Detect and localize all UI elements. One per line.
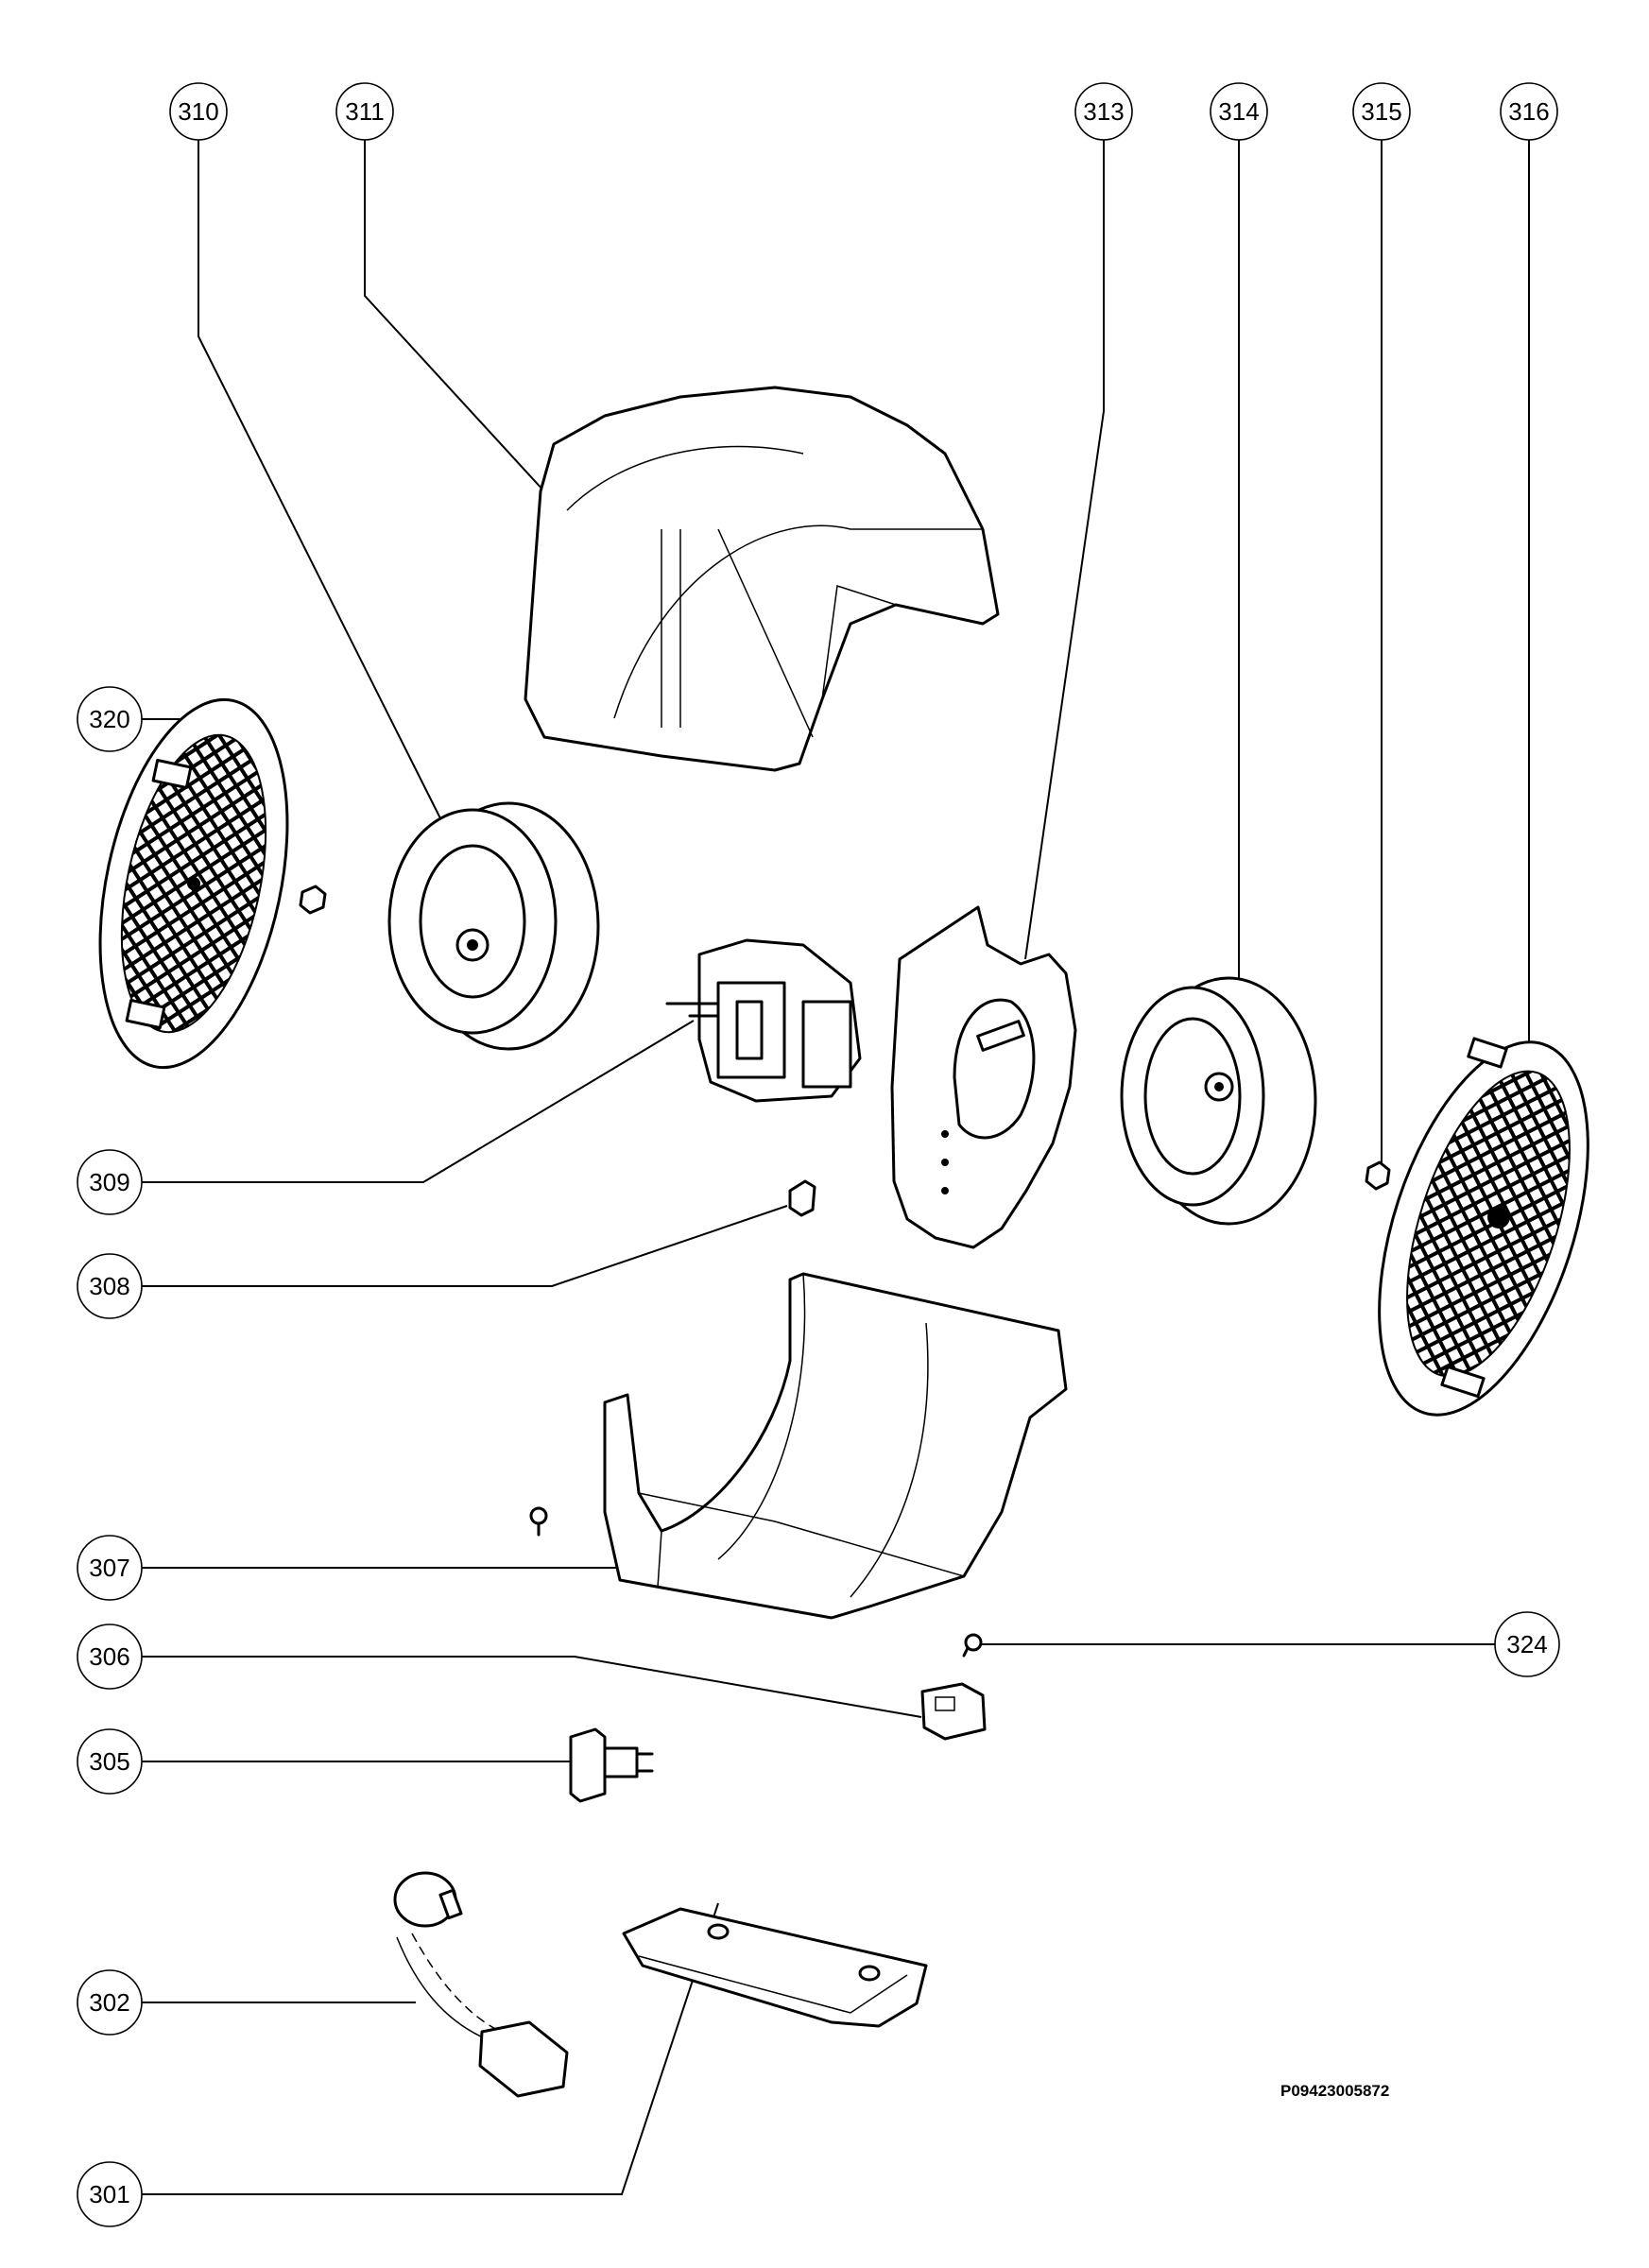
document-code: P09423005872 xyxy=(1280,2082,1389,2100)
mounting-plate xyxy=(890,905,1077,1249)
callout-label: 310 xyxy=(178,97,218,126)
callout-315: 315 xyxy=(1352,82,1411,141)
callout-305: 305 xyxy=(77,1728,143,1795)
callout-label: 302 xyxy=(89,1988,129,2017)
leader-306 xyxy=(142,1656,922,1718)
right-grille-cover xyxy=(1378,1037,1589,1417)
callout-label: 306 xyxy=(89,1642,129,1671)
housing-screw xyxy=(529,1506,548,1537)
callout-324: 324 xyxy=(1494,1611,1560,1677)
callout-306: 306 xyxy=(77,1624,143,1690)
screw-324 xyxy=(962,1633,983,1658)
callout-313: 313 xyxy=(1074,82,1133,141)
callout-label: 301 xyxy=(89,2180,129,2208)
motor-clip xyxy=(788,1179,816,1217)
upper-scroll-housing xyxy=(524,386,1000,772)
callout-316: 316 xyxy=(1500,82,1558,141)
callout-label: 314 xyxy=(1218,97,1259,126)
leader-308 xyxy=(142,1205,788,1287)
callout-310: 310 xyxy=(169,82,228,141)
callout-label: 316 xyxy=(1508,97,1549,126)
callout-label: 324 xyxy=(1506,1630,1547,1658)
right-nut xyxy=(1365,1160,1391,1191)
motor xyxy=(665,938,862,1103)
callout-307: 307 xyxy=(77,1535,143,1601)
lower-housing xyxy=(603,1272,1068,1620)
callout-label: 315 xyxy=(1361,97,1401,126)
connector-305 xyxy=(569,1727,654,1803)
power-wiring xyxy=(393,1871,569,2098)
leader-311 xyxy=(364,140,545,492)
callout-301: 301 xyxy=(77,2161,143,2227)
leader-301 xyxy=(142,1902,719,2195)
callout-309: 309 xyxy=(77,1149,143,1215)
callout-label: 311 xyxy=(345,97,384,126)
callout-311: 311 xyxy=(335,82,394,141)
leader-310 xyxy=(198,140,445,827)
connector-306 xyxy=(920,1682,987,1741)
callout-label: 313 xyxy=(1083,97,1124,126)
leader-lines xyxy=(142,140,1530,2195)
callout-label: 307 xyxy=(89,1554,129,1582)
callout-label: 320 xyxy=(89,705,129,733)
leader-309 xyxy=(142,1020,695,1183)
callout-314: 314 xyxy=(1210,82,1268,141)
left-nut xyxy=(299,885,327,915)
callout-label: 309 xyxy=(89,1168,129,1196)
callout-label: 305 xyxy=(89,1747,129,1776)
callout-label: 308 xyxy=(89,1272,129,1300)
callout-308: 308 xyxy=(77,1253,143,1319)
callout-320: 320 xyxy=(77,686,143,752)
right-impeller xyxy=(1120,976,1317,1226)
left-impeller xyxy=(387,801,600,1051)
callout-302: 302 xyxy=(77,1969,143,2036)
left-grille-cover xyxy=(98,697,289,1070)
mounting-bracket xyxy=(622,1907,928,2028)
leader-313 xyxy=(1024,140,1105,960)
